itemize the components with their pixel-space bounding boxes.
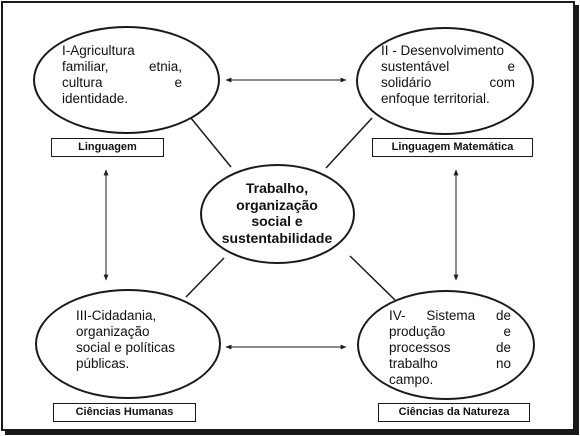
node-cidadania-ellipse: [35, 289, 221, 399]
node-desenvolvimento-ellipse: [356, 27, 534, 135]
node-line: produção e: [389, 324, 511, 339]
node-line: organização: [76, 324, 150, 339]
node-line: III-Cidadania,: [76, 308, 157, 323]
center-line: organização: [236, 196, 318, 213]
node-line: trabalho no: [389, 356, 511, 371]
link-center-desenvolvimento: [325, 117, 373, 169]
center-text: Trabalho, organização social e sustentab…: [205, 180, 349, 246]
center-line: Trabalho,: [245, 180, 309, 196]
label-ciencias-humanas: Ciências Humanas: [53, 403, 196, 422]
node-sistema-ellipse: [357, 290, 535, 400]
label-linguagem-matematica: Linguagem Matemática: [372, 138, 533, 157]
label-linguagem: Linguagem: [51, 138, 164, 157]
link-center-cidadania: [185, 257, 225, 298]
node-line: identidade.: [62, 91, 129, 106]
node-line: públicas.: [76, 356, 130, 371]
node-desenvolvimento-text: II - Desenvolvimento sustentável e solid…: [381, 43, 515, 107]
node-cidadania-text: III-Cidadania, organização social e polí…: [76, 308, 188, 372]
node-agricultura-ellipse: [33, 26, 220, 134]
node-line: familiar, etnia,: [62, 59, 182, 74]
node-line: II - Desenvolvimento: [381, 43, 505, 58]
node-line: campo.: [389, 372, 434, 387]
node-sistema-text: IV- Sistema de produção e processos de t…: [389, 308, 511, 388]
center-line: social e: [251, 213, 303, 229]
node-line: cultura e: [62, 75, 182, 90]
node-line: enfoque territorial.: [381, 91, 490, 106]
node-line: solidário com: [381, 75, 515, 90]
node-agricultura-text: I-Agricultura familiar, etnia, cultura e…: [62, 43, 182, 107]
link-center-agricultura: [185, 111, 232, 168]
node-line: social e políticas: [76, 340, 176, 355]
center-line: sustentabilidade: [221, 229, 333, 246]
link-center-sistema: [349, 255, 396, 301]
node-line: sustentável e: [381, 59, 515, 74]
node-line: I-Agricultura: [62, 43, 135, 58]
node-line: processos de: [389, 340, 511, 355]
center-ellipse: [200, 164, 355, 264]
label-ciencias-natureza: Ciências da Natureza: [378, 403, 530, 422]
node-line: IV- Sistema de: [389, 308, 511, 323]
